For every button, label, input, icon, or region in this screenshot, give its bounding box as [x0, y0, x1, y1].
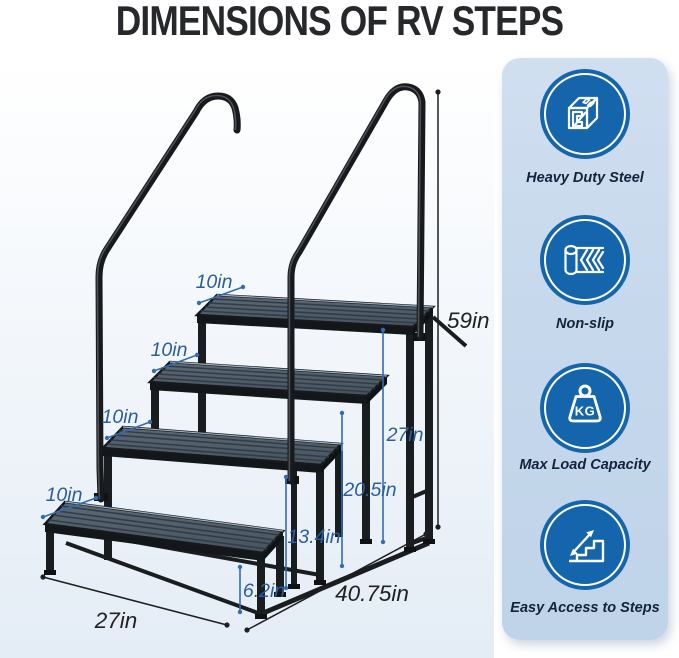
- step-2: [100, 425, 344, 583]
- stairs-arrow-icon: [540, 500, 630, 590]
- feature-max-load: KG: [502, 363, 668, 453]
- dim-label: 10in: [196, 271, 233, 293]
- dim-base-depth: 40.75in: [244, 531, 429, 633]
- page-title: DIMENSIONS OF RV STEPS: [115, 0, 564, 44]
- feet-pads: [44, 539, 435, 619]
- kg-badge-text: KG: [575, 404, 596, 419]
- features-sidebar: Heavy Duty Steel Non-slip KG: [502, 58, 668, 640]
- dim-second-step-height: 13.4in: [283, 474, 341, 591]
- dim-label: 27in: [94, 608, 138, 633]
- dim-label: 10in: [151, 339, 188, 361]
- left-handrail: [94, 92, 241, 503]
- rear-frame: [260, 468, 430, 617]
- dim-step-width: 27in: [40, 574, 230, 633]
- dim-bottom-step-height: 6.2in: [237, 564, 285, 615]
- step-1-bottom: [42, 500, 286, 616]
- dim-label: 27in: [386, 424, 424, 446]
- dim-label: 59in: [447, 308, 490, 333]
- feature-label: Max Load Capacity: [519, 457, 651, 473]
- dim-label: 13.4in: [287, 526, 340, 548]
- feature-label: Heavy Duty Steel: [526, 170, 644, 186]
- staircase: [42, 293, 468, 619]
- dim-handrail-total-height: 59in: [435, 89, 490, 530]
- step-3: [147, 360, 390, 541]
- feature-heavy-duty-steel: [502, 69, 668, 159]
- dim-second-step-depth: 10in: [151, 339, 200, 374]
- dim-platform-height: 27in: [380, 327, 424, 545]
- right-handrail: [285, 83, 426, 485]
- non-slip-roll-icon: [540, 215, 630, 305]
- feature-easy-access: [502, 500, 668, 590]
- dim-label: 6.2in: [243, 580, 285, 602]
- dim-bottom-step-depth: 10in: [40, 484, 99, 520]
- dim-third-step-height: 20.5in: [339, 410, 397, 569]
- dim-third-step-depth: 10in: [102, 406, 153, 441]
- dim-label: 10in: [46, 484, 83, 506]
- feature-label: Easy Access to Steps: [510, 600, 660, 616]
- feature-label: Non-slip: [556, 316, 614, 332]
- dim-label: 20.5in: [342, 479, 396, 501]
- dim-label: 10in: [102, 406, 139, 428]
- feature-non-slip: [502, 215, 668, 305]
- dim-label: 40.75in: [335, 581, 409, 606]
- dim-top-step-depth: 10in: [196, 271, 246, 306]
- kg-weight-icon: KG: [540, 363, 630, 453]
- steel-beam-icon: [540, 69, 630, 159]
